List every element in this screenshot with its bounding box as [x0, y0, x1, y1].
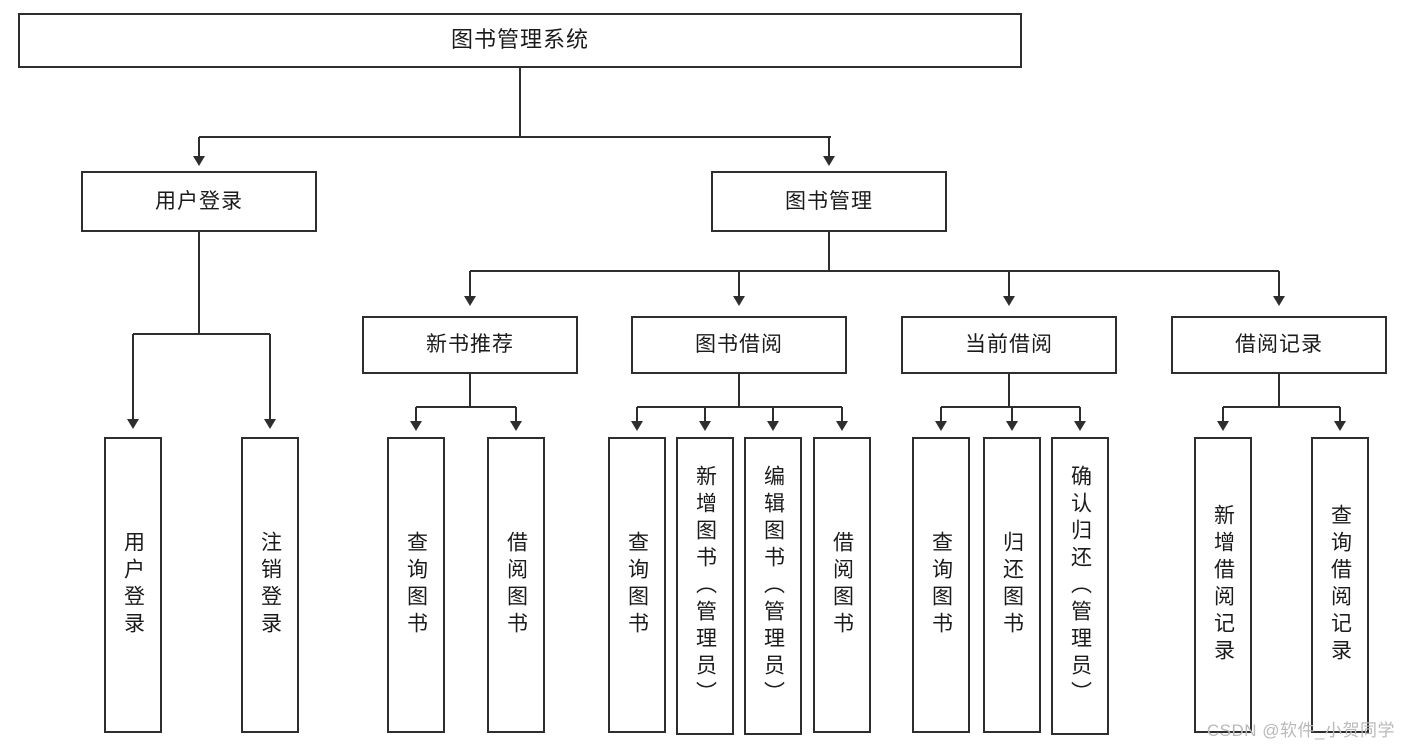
leaf-confirm-return-admin[interactable]: 确认归还（管理员）: [1051, 437, 1109, 735]
leaf-add-book-admin[interactable]: 新增图书（管理员）: [676, 437, 734, 735]
node-root[interactable]: 图书管理系统: [18, 13, 1022, 68]
leaf-query-book-recommend[interactable]: 查询图书: [387, 437, 445, 733]
leaf-query-borrow-record[interactable]: 查询借阅记录: [1311, 437, 1369, 733]
leaf-logout[interactable]: 注销登录: [241, 437, 299, 733]
leaf-edit-book-admin[interactable]: 编辑图书（管理员）: [744, 437, 802, 735]
node-book-borrow[interactable]: 图书借阅: [631, 316, 847, 374]
node-new-book-recommend[interactable]: 新书推荐: [362, 316, 578, 374]
leaf-borrow-book-recommend[interactable]: 借阅图书: [487, 437, 545, 733]
leaf-return-book[interactable]: 归还图书: [983, 437, 1041, 733]
leaf-query-book-current[interactable]: 查询图书: [912, 437, 970, 733]
node-current-borrow[interactable]: 当前借阅: [901, 316, 1117, 374]
leaf-add-borrow-record[interactable]: 新增借阅记录: [1194, 437, 1252, 733]
node-user-login[interactable]: 用户登录: [81, 171, 317, 232]
csdn-watermark: CSDN @软件_小贺同学: [1206, 721, 1395, 740]
leaf-borrow-book[interactable]: 借阅图书: [813, 437, 871, 733]
leaf-query-book-borrow[interactable]: 查询图书: [608, 437, 666, 733]
leaf-user-login[interactable]: 用户登录: [104, 437, 162, 733]
node-borrow-record[interactable]: 借阅记录: [1171, 316, 1387, 374]
node-book-manage[interactable]: 图书管理: [711, 171, 947, 232]
